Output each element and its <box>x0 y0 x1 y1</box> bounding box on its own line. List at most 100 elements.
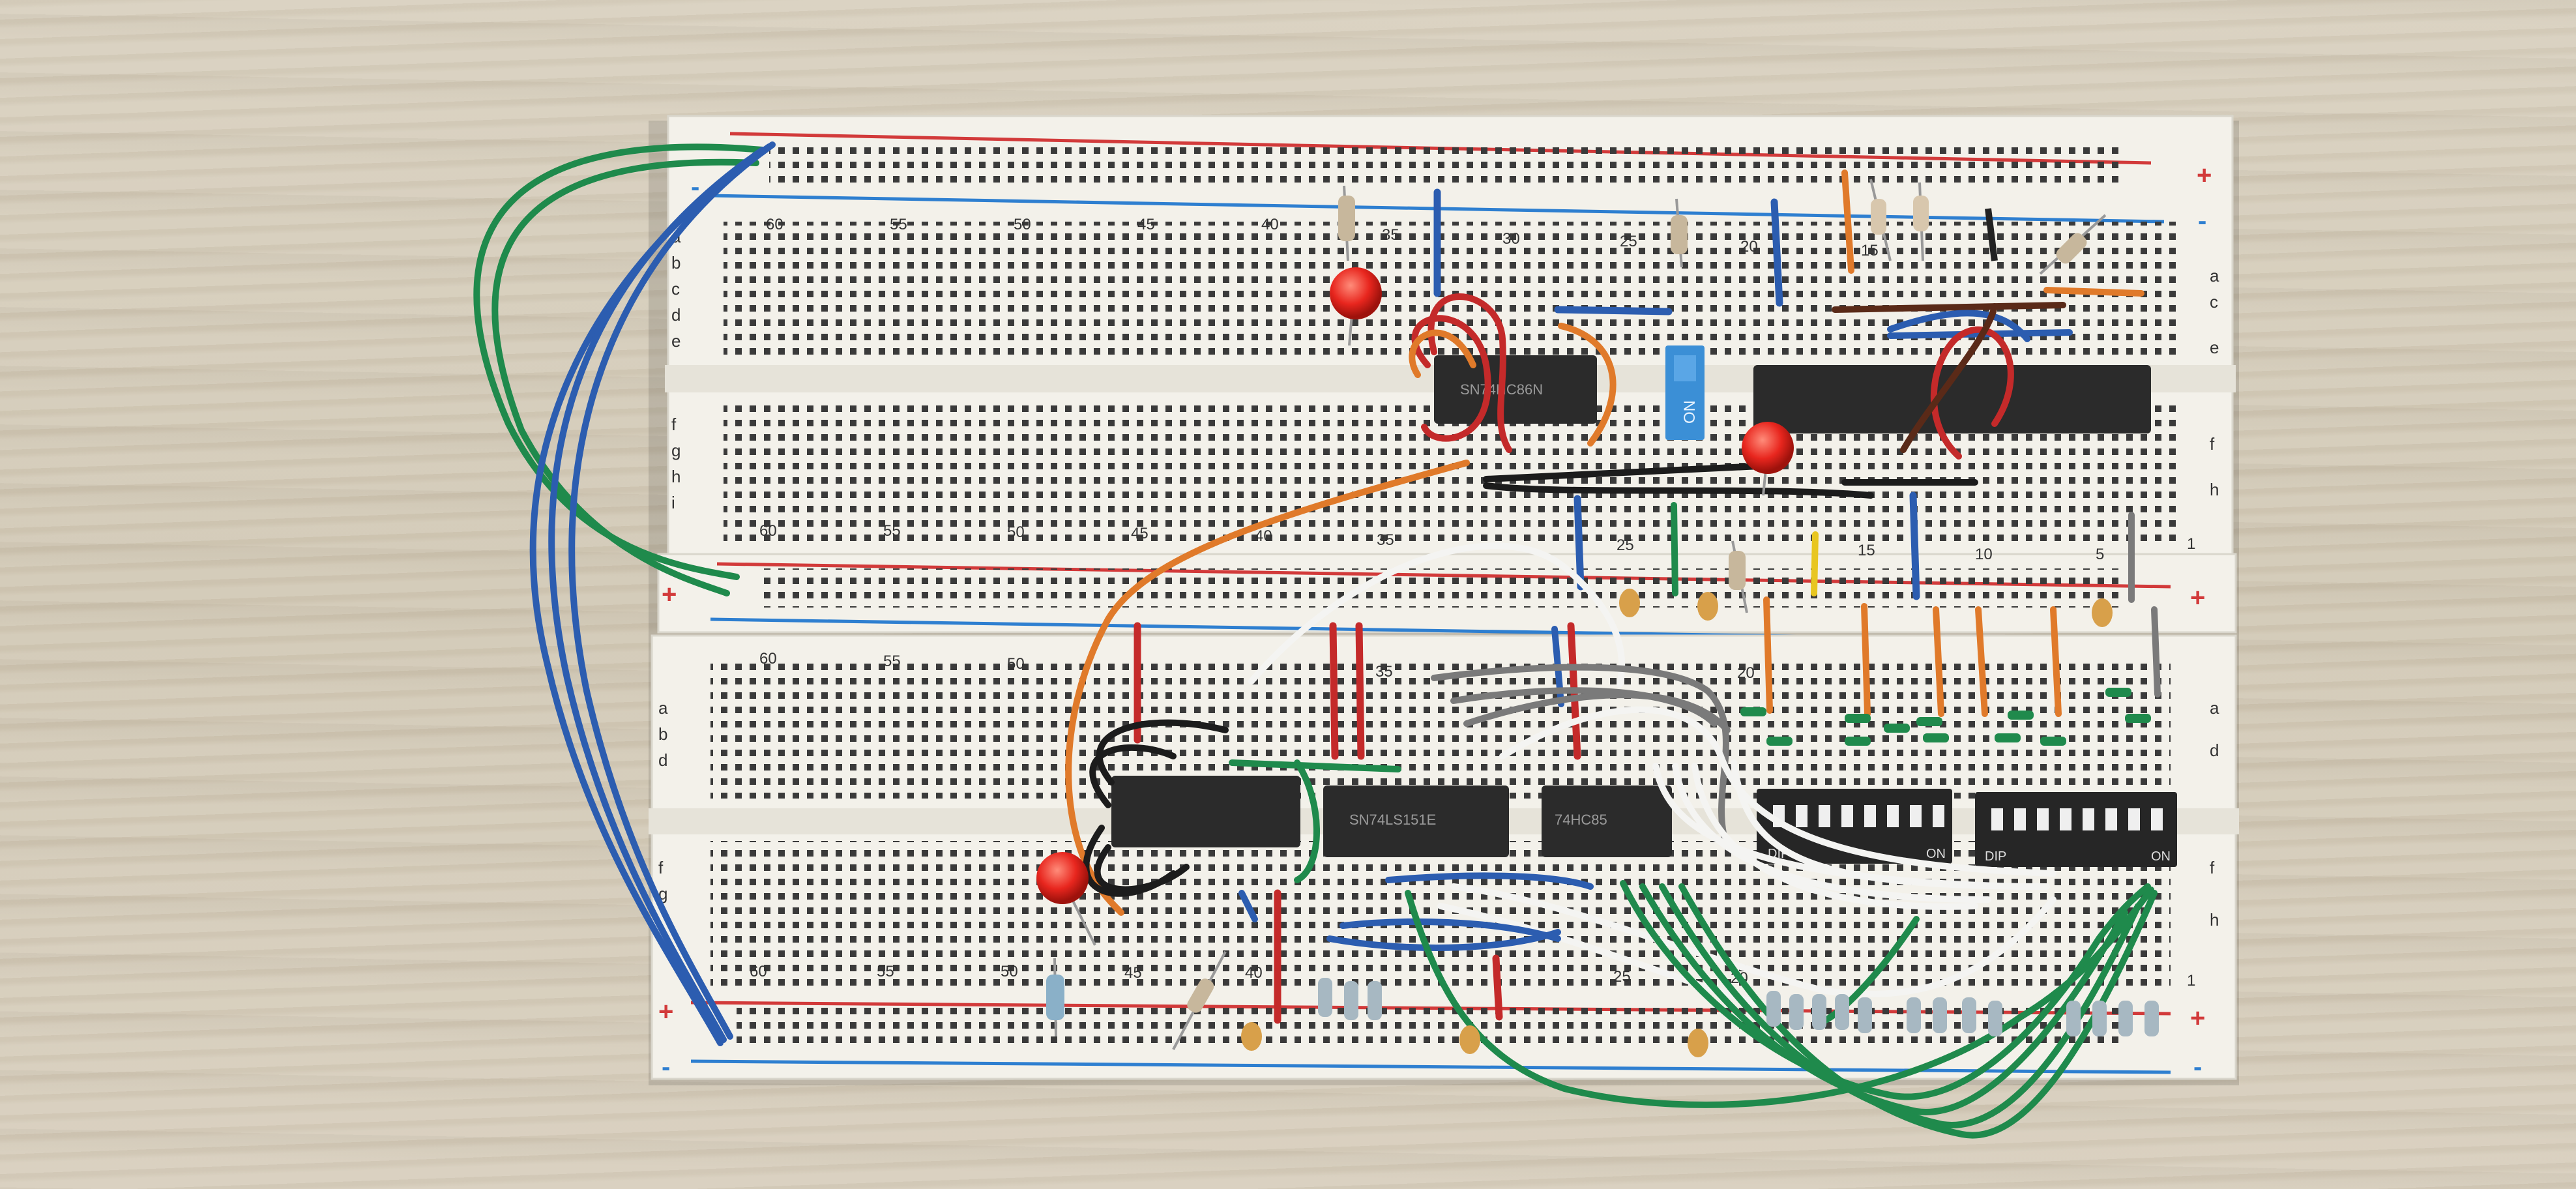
dip-label: DIP <box>1985 849 2006 864</box>
column-number: 55 <box>877 963 894 980</box>
column-number: 15 <box>1861 242 1879 259</box>
blue-jumper <box>1573 495 1585 591</box>
column-number: 55 <box>890 216 907 233</box>
row-letter: e <box>2210 338 2219 357</box>
capacitor <box>2092 598 2113 627</box>
rail-plus-sign: + <box>2190 583 2205 612</box>
column-number: 5 <box>2096 546 2104 563</box>
ic-chip-top-left: SN74HC86N <box>1434 355 1597 424</box>
black-wire <box>1096 719 1229 785</box>
column-number: 50 <box>1007 523 1025 541</box>
green-jumper <box>1671 502 1678 596</box>
column-number: 20 <box>1740 238 1758 256</box>
white-wire <box>1691 763 1978 910</box>
column-number: 25 <box>1617 536 1634 554</box>
column-numbers-upper-bottom: 60 55 50 45 40 35 25 15 10 5 1 <box>759 522 2195 563</box>
red-jumper <box>1492 954 1503 1021</box>
blue-jumper <box>1770 198 1783 307</box>
orange-jumper <box>1975 606 1988 717</box>
row-letter: h <box>2210 480 2219 499</box>
capacitor <box>1241 1022 1262 1051</box>
black-wire <box>1089 744 1177 808</box>
brown-wire <box>1900 303 1998 453</box>
resistor <box>1789 994 1804 1030</box>
column-number: 15 <box>1858 542 1875 559</box>
row-letter: c <box>2210 292 2218 312</box>
gray-jumper <box>2151 606 2161 697</box>
resistor <box>1913 182 1929 261</box>
rail-minus-sign: - <box>691 173 699 201</box>
row-letter: i <box>671 493 675 512</box>
blue-wire <box>548 147 766 1043</box>
resistor <box>1172 951 1227 1050</box>
row-letter: d <box>2210 741 2219 760</box>
rail-minus-sign: - <box>662 1053 670 1081</box>
resistor <box>1869 179 1892 261</box>
slide-switch[interactable]: ON <box>1665 345 1705 440</box>
black-wire <box>1483 482 1874 499</box>
dip-switch-right[interactable]: DIP ON <box>1975 792 2177 867</box>
dip-on-label: ON <box>2151 849 2171 864</box>
capacitor <box>1697 592 1718 621</box>
resistor <box>1338 185 1355 261</box>
column-numbers-lower: 60 55 50 35 20 <box>759 650 1755 682</box>
row-letter: h <box>2210 910 2219 930</box>
row-letter: d <box>671 305 681 325</box>
column-number: 35 <box>1382 226 1399 244</box>
row-letter: h <box>671 467 681 486</box>
red-wire <box>1427 293 1512 453</box>
orange-wire <box>1558 323 1617 447</box>
column-number: 25 <box>1620 233 1637 250</box>
resistor <box>1933 997 1947 1033</box>
white-wire <box>1450 883 2056 997</box>
row-letter: d <box>658 750 667 770</box>
brown-jumper <box>1832 302 2066 313</box>
dip-on-label: ON <box>1926 847 1946 861</box>
resistor <box>2066 1001 2081 1036</box>
chip-marking: 74HC85 <box>1555 812 1607 828</box>
capacitor <box>1459 1025 1480 1054</box>
resistors <box>1046 179 2159 1050</box>
red-led <box>1330 267 1382 346</box>
column-number: 40 <box>1255 527 1272 545</box>
column-number: 35 <box>1375 663 1393 681</box>
column-number: 10 <box>1975 546 1993 563</box>
jumper-wires <box>473 141 2161 1139</box>
column-number: 1 <box>2187 972 2195 990</box>
resistor <box>2092 1001 2107 1036</box>
row-letter: c <box>671 279 680 299</box>
orange-jumper <box>1933 606 1944 717</box>
row-letter: g <box>671 441 681 460</box>
resistor <box>1812 994 1826 1030</box>
ic-chip-bottom-1 <box>1111 776 1300 847</box>
rail-minus-sign: - <box>2198 207 2206 235</box>
column-number: 45 <box>1131 525 1149 542</box>
column-number: 40 <box>1245 964 1263 982</box>
column-number: 35 <box>1377 531 1394 549</box>
resistor <box>1344 981 1358 1020</box>
gray-wire <box>1431 664 1731 851</box>
green-wire <box>1229 759 1401 772</box>
row-letter: f <box>2210 434 2215 454</box>
black-wire <box>1483 463 1763 482</box>
column-number: 50 <box>1007 655 1025 673</box>
resistor <box>1729 540 1748 613</box>
capacitors <box>1241 589 2113 1057</box>
capacitor <box>1619 589 1640 617</box>
green-wire <box>1815 916 1920 1027</box>
chip-marking: SN74LS151E <box>1349 812 1436 828</box>
blue-wire <box>1385 872 1594 890</box>
slide-switch-label: ON <box>1681 400 1699 424</box>
column-number: 20 <box>1737 664 1755 682</box>
orange-jumper <box>1861 603 1871 717</box>
red-wire <box>1411 315 1491 442</box>
black-wire <box>1083 825 1177 897</box>
rail-minus-sign: - <box>2193 1053 2202 1081</box>
resistor <box>1907 997 1921 1033</box>
row-letter: b <box>658 724 667 744</box>
resistor <box>1985 208 1998 261</box>
ic-chip-bottom-3: 74HC85 <box>1542 785 1672 857</box>
resistor <box>1962 997 1976 1033</box>
blue-jumper <box>1887 310 2030 342</box>
short-green-links <box>1740 688 2151 746</box>
